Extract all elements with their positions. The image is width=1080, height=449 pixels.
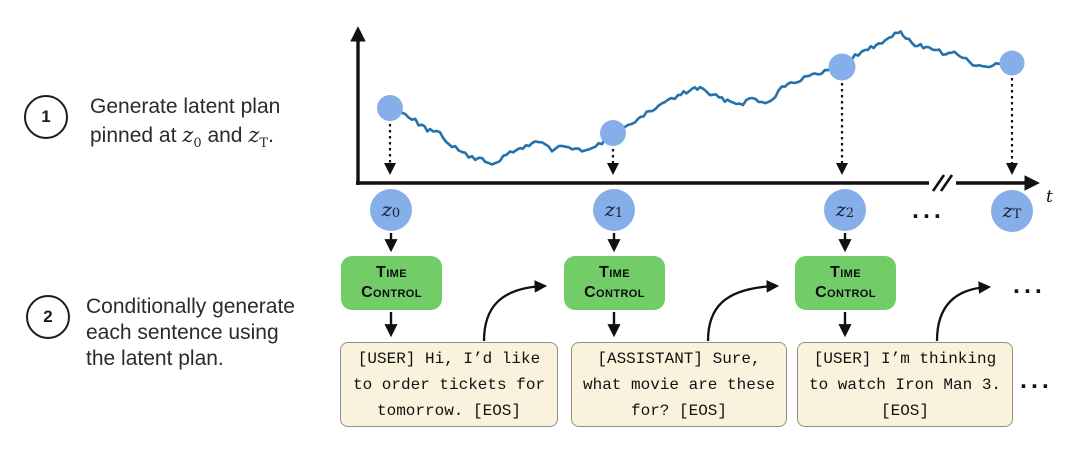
step-1-line-2: pinned at z0 and zT. — [90, 123, 274, 152]
curved-arrow-utt2-to-tc3 — [706, 280, 780, 342]
curved-arrow-utt1-to-tc2 — [482, 280, 548, 342]
step-2-caption: Conditionally generate each sentence usi… — [86, 294, 295, 372]
curve-point-z1 — [600, 120, 626, 146]
t-axis-label: t — [1046, 187, 1053, 207]
step-1-caption: Generate latent plan pinned at z0 and zT… — [90, 92, 280, 158]
step-2-number: 2 — [43, 307, 53, 326]
axis-break-slash-2 — [939, 174, 954, 192]
zT-symbol: z — [248, 123, 260, 147]
utterance-box-3: [USER] I’m thinking to watch Iron Man 3.… — [797, 342, 1013, 427]
tc-row-ellipsis: ... — [1013, 271, 1046, 299]
curved-arrow-utt3-to-next — [935, 281, 992, 342]
step-1-badge: 1 — [24, 95, 68, 139]
curve-point-z0 — [377, 95, 403, 121]
step-2-line-2: each sentence using — [86, 321, 279, 344]
step-2-badge: 2 — [26, 295, 70, 339]
axis-break-slash-1 — [931, 174, 946, 192]
step-2-line-3: the latent plan. — [86, 347, 224, 370]
latent-trajectory-curve — [389, 30, 1013, 166]
time-control-box-1: Time Control — [341, 256, 442, 310]
utterance-row-ellipsis: ... — [1020, 366, 1053, 394]
time-control-box-3: Time Control — [795, 256, 896, 310]
utterance-box-2: [ASSISTANT] Sure, what movie are these f… — [571, 342, 787, 427]
time-control-box-2: Time Control — [564, 256, 665, 310]
curve-point-zT — [999, 50, 1025, 76]
z0-symbol: z — [182, 123, 194, 147]
latent-row-ellipsis: ... — [912, 196, 945, 224]
step-1-number: 1 — [41, 107, 51, 126]
curve-point-z2 — [828, 53, 856, 81]
step-2-line-1: Conditionally generate — [86, 295, 295, 318]
step-1-line-1: Generate latent plan — [90, 95, 281, 118]
utterance-box-1: [USER] Hi, I’d like to order tickets for… — [340, 342, 558, 427]
